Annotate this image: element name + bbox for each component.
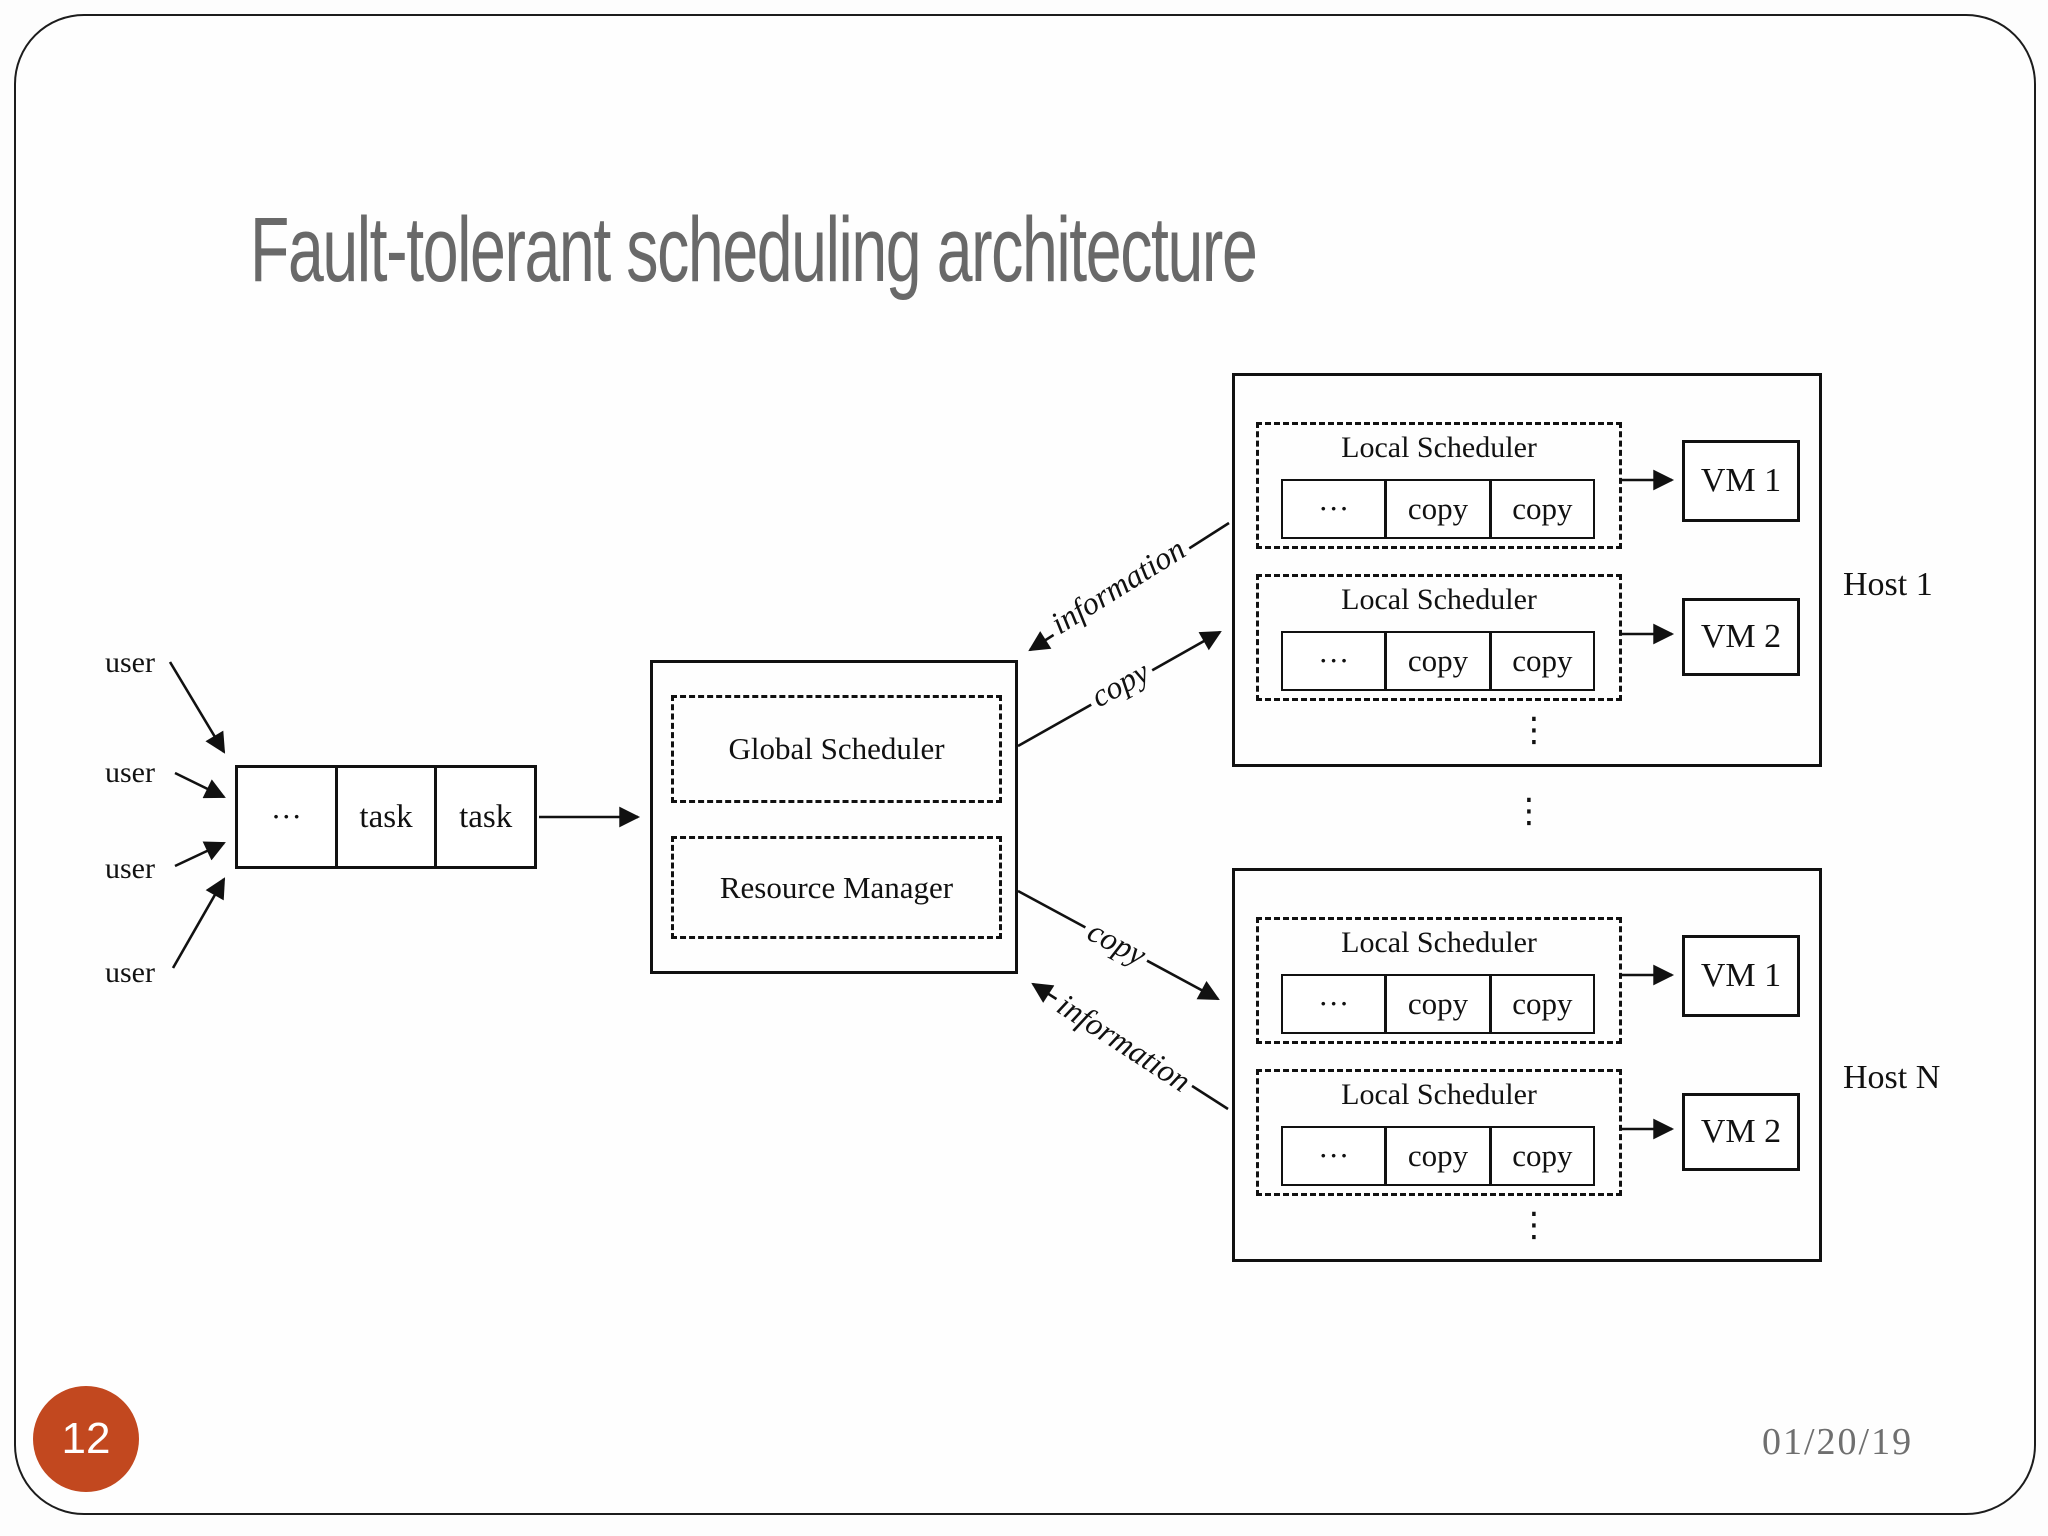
global-scheduler-box: Global Scheduler Resource Manager [650,660,1018,974]
queue-cell-copy2: copy [1512,491,1573,526]
queue-cell-copy2: copy [1512,643,1573,678]
task-queue: ··· task task [235,765,537,869]
local-scheduler-label: Local Scheduler [1341,1078,1537,1111]
task-queue-cell-task2: task [459,798,513,835]
queue-cell-ellipsis: ··· [1283,633,1388,689]
local-scheduler-label: Local Scheduler [1341,431,1537,464]
resource-manager: Resource Manager [671,836,1002,939]
page-number: 12 [61,1414,111,1463]
task-queue-cell-ellipsis: ··· [238,768,338,866]
queue-cell-copy1: copy [1387,976,1492,1032]
queue-cell-copy2: copy [1512,986,1573,1021]
slide-date: 01/20/19 [1762,1421,1914,1463]
copy-queue: ··· copy copy [1281,1126,1595,1186]
host1-local-scheduler-1: Local Scheduler ··· copy copy [1256,422,1622,549]
hostN-more-ellipsis: ⋮ [1517,1205,1551,1245]
host-1-label: Host 1 [1843,566,1933,603]
local-scheduler-label: Local Scheduler [1341,926,1537,959]
host-n-box: Local Scheduler ··· copy copy Local Sche… [1232,868,1940,1262]
host1-vm-2: VM 2 [1682,598,1800,676]
user-label-3: user [105,852,155,885]
global-scheduler: Global Scheduler [671,695,1002,803]
hostN-vm-1: VM 1 [1682,935,1800,1017]
queue-cell-copy2: copy [1512,1138,1573,1173]
queue-cell-copy1: copy [1387,481,1492,537]
user-label-4: user [105,956,155,989]
host-1-box: Local Scheduler ··· copy copy Local Sche… [1232,373,1933,767]
user-label-2: user [105,756,155,789]
queue-cell-ellipsis: ··· [1283,976,1388,1032]
copy-queue: ··· copy copy [1281,631,1595,691]
host1-local-scheduler-2: Local Scheduler ··· copy copy [1256,574,1622,701]
queue-cell-copy1: copy [1387,633,1492,689]
resource-manager-label: Resource Manager [719,869,954,905]
local-scheduler-label: Local Scheduler [1341,583,1537,616]
hosts-gap-ellipsis: ⋮ [1512,791,1546,831]
page-title: Fault-tolerant scheduling architecture [250,199,1258,301]
user-label-1: user [105,646,155,679]
host1-more-ellipsis: ⋮ [1517,710,1551,750]
page-number-badge: 12 [33,1386,139,1492]
queue-cell-ellipsis: ··· [1283,481,1388,537]
host1-vm-1: VM 1 [1682,440,1800,522]
queue-cell-copy1: copy [1387,1128,1492,1184]
copy-queue: ··· copy copy [1281,974,1595,1034]
task-queue-cell-task1: task [338,768,438,866]
queue-cell-ellipsis: ··· [1283,1128,1388,1184]
hostN-vm-2: VM 2 [1682,1093,1800,1171]
host-n-label: Host N [1843,1059,1941,1096]
copy-queue: ··· copy copy [1281,479,1595,539]
hostN-local-scheduler-1: Local Scheduler ··· copy copy [1256,917,1622,1044]
global-scheduler-label: Global Scheduler [728,731,945,766]
hostN-local-scheduler-2: Local Scheduler ··· copy copy [1256,1069,1622,1196]
